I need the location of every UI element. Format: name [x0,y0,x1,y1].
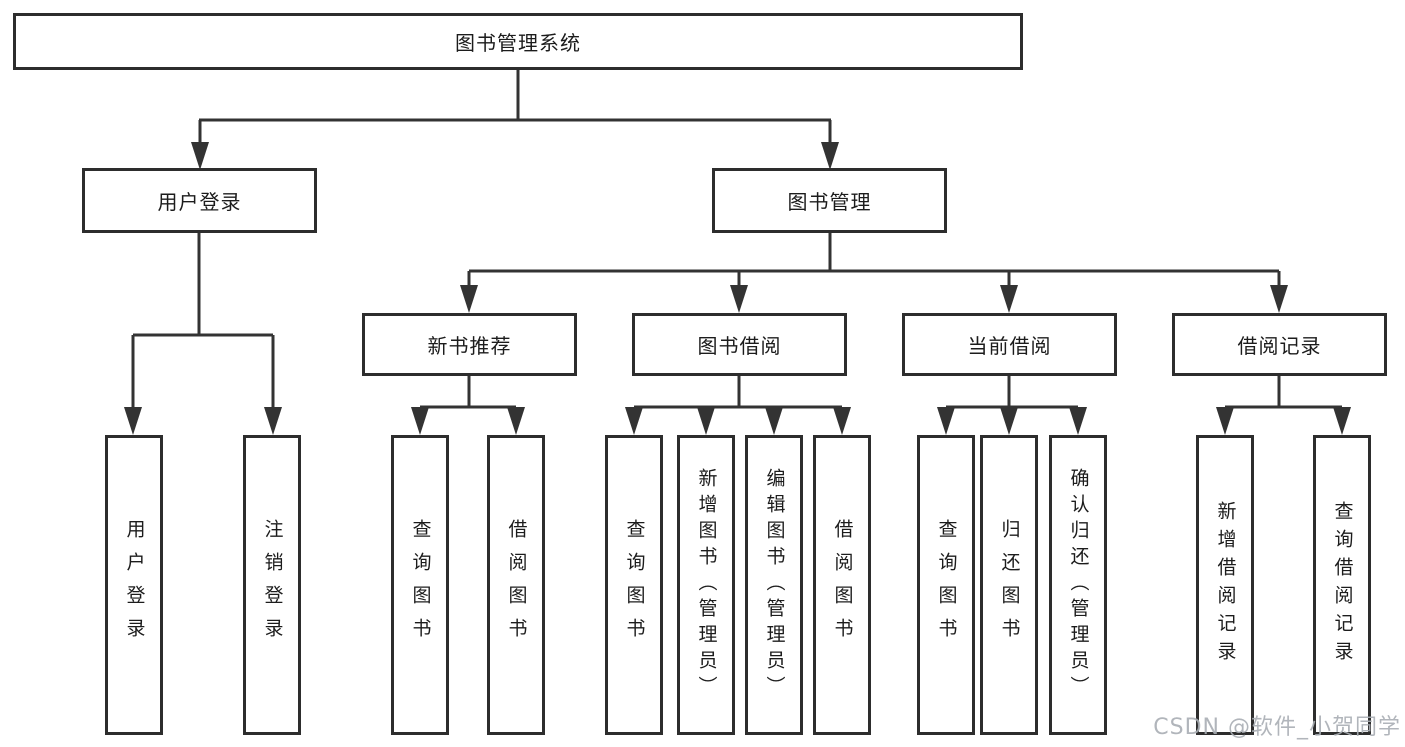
node-book-borrow: 图书借阅 [632,313,847,376]
node-label: 图书借阅 [697,334,782,358]
node-label: 确认归还（管理员） [1067,468,1090,702]
leaf-add-borrow-record: 新增借阅记录 [1196,435,1254,735]
node-user-login: 用户登录 [82,168,317,233]
node-label: 查询借阅记录 [1331,501,1354,669]
node-label: 归还图书 [998,519,1021,651]
connector-book-management [467,233,1281,287]
node-label: 编辑图书（管理员） [763,468,786,702]
connector-root [198,70,832,144]
node-label: 新增借阅记录 [1214,501,1237,669]
node-current-borrow: 当前借阅 [902,313,1117,376]
node-label: 借阅图书 [505,519,528,651]
connector-user-login [131,233,275,409]
node-root: 图书管理系统 [13,13,1023,70]
node-label: 借阅记录 [1237,334,1322,358]
node-label: 查询图书 [935,519,958,651]
arrowheads [124,142,1351,435]
node-label: 用户登录 [123,519,146,651]
leaf-logout: 注销登录 [243,435,301,735]
leaf-query-books-recommend: 查询图书 [391,435,449,735]
node-label: 用户登录 [157,190,242,214]
node-book-management: 图书管理 [712,168,947,233]
leaf-borrow-books-borrow: 借阅图书 [813,435,871,735]
connector-borrow-records [1223,376,1344,410]
node-label: 新增图书（管理员） [695,468,718,702]
leaf-confirm-return-admin: 确认归还（管理员） [1049,435,1107,735]
leaf-query-borrow-record: 查询借阅记录 [1313,435,1371,735]
leaf-query-books-borrow: 查询图书 [605,435,663,735]
node-borrow-records: 借阅记录 [1172,313,1387,376]
node-label: 借阅图书 [831,519,854,651]
leaf-edit-book-admin: 编辑图书（管理员） [745,435,803,735]
connector-book-borrow [632,376,844,410]
node-label: 图书管理系统 [455,31,581,55]
node-label: 新书推荐 [427,334,512,358]
node-label: 查询图书 [623,519,646,651]
node-label: 图书管理 [787,190,872,214]
leaf-add-book-admin: 新增图书（管理员） [677,435,735,735]
leaf-query-books-current: 查询图书 [917,435,975,735]
node-label: 查询图书 [409,519,432,651]
node-label: 当前借阅 [967,334,1052,358]
connector-current-borrow [944,376,1080,410]
leaf-user-login: 用户登录 [105,435,163,735]
leaf-borrow-books-recommend: 借阅图书 [487,435,545,735]
connector-new-book-recommend [418,376,518,410]
node-new-book-recommend: 新书推荐 [362,313,577,376]
leaf-return-books: 归还图书 [980,435,1038,735]
node-label: 注销登录 [261,519,284,651]
csdn-watermark: CSDN @软件_小贺同学 [1153,715,1401,740]
